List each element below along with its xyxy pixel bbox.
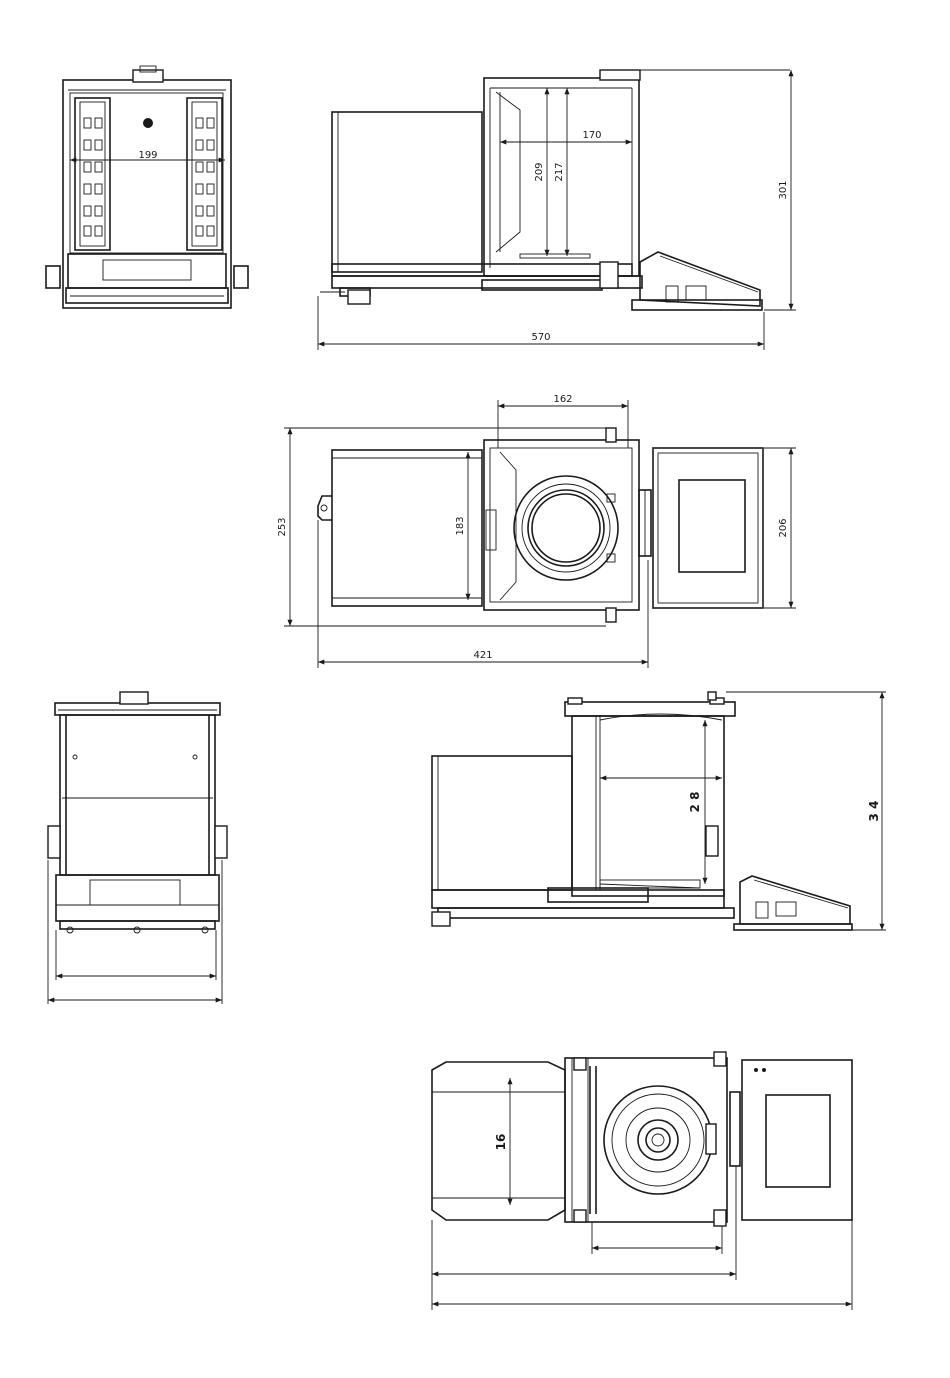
dim-total-height-label: 3 4 <box>867 801 881 822</box>
dim-door-height-label: 183 <box>455 516 466 535</box>
dim-width-label: 199 <box>138 150 157 161</box>
top-view-2: 16 <box>432 1052 852 1310</box>
dim-chamber-height-label: 2 8 <box>688 792 702 813</box>
dim-total-height-label: 301 <box>778 180 789 199</box>
front-view-1: 199 <box>46 66 248 308</box>
dim-chamber-depth-label: 162 <box>553 394 572 405</box>
side-view-2: 3 4 2 8 <box>432 692 886 930</box>
front-view-2 <box>48 692 227 1004</box>
dim-total-length-label: 421 <box>473 650 492 661</box>
dim-chamber-width-label: 170 <box>582 130 601 141</box>
shield-slots-right <box>196 118 214 236</box>
dim-chamber-height-2-label: 217 <box>554 162 565 181</box>
dim-total-length-label: 570 <box>531 332 550 343</box>
dim-door-height-label: 16 <box>494 1134 508 1151</box>
side-view-1: 301 170 209 217 570 <box>318 70 796 350</box>
dim-total-depth-label: 253 <box>277 517 288 536</box>
dim-chamber-height-1-label: 209 <box>534 162 545 181</box>
dim-display-depth-label: 206 <box>778 518 789 537</box>
shield-slots-left <box>84 118 102 236</box>
top-view-1: 162 183 253 206 421 <box>277 394 796 668</box>
